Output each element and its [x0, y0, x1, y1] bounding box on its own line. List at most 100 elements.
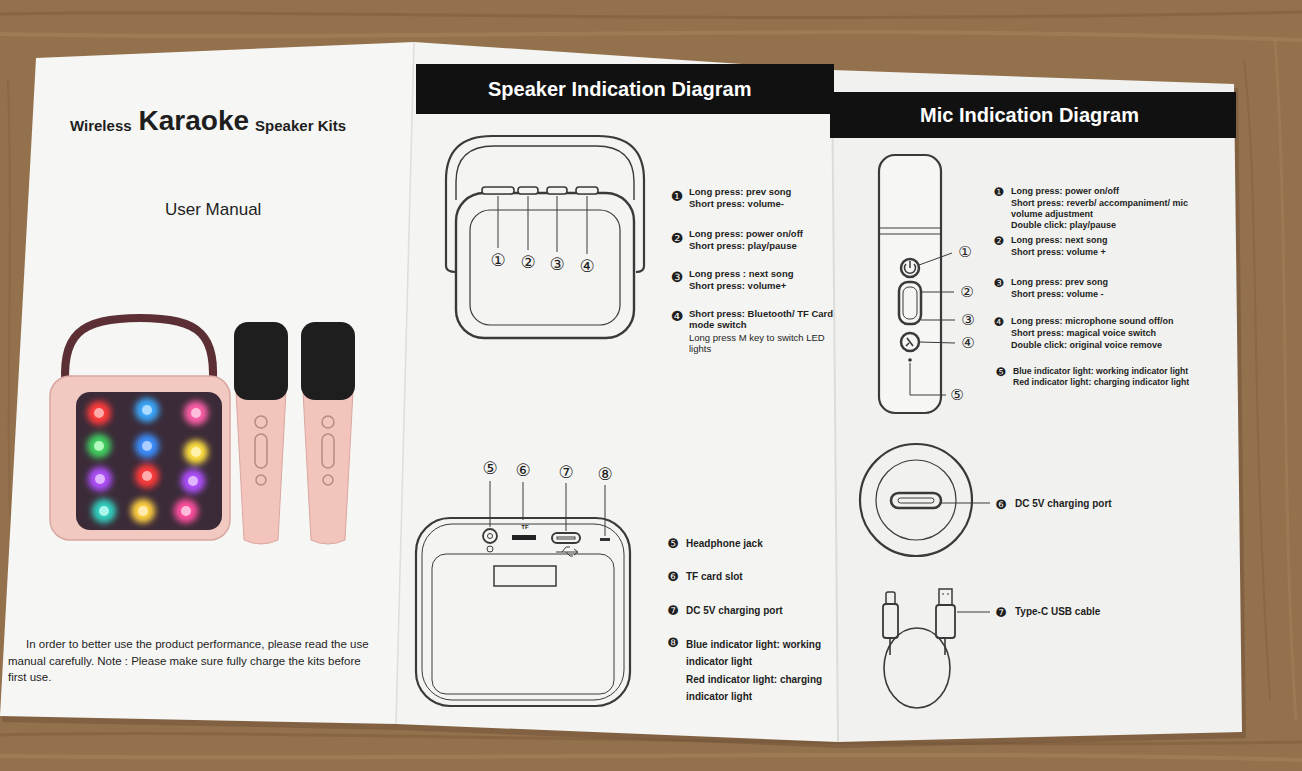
leader-line [910, 363, 946, 395]
leader-line [921, 292, 954, 293]
mic-drawing [906, 338, 913, 346]
speaker-illustration [142, 405, 152, 415]
microphone-illustration [301, 322, 355, 544]
microphone-illustration [323, 475, 333, 485]
instruction-text: Long press: power on/off [689, 228, 803, 239]
leader-line [919, 342, 955, 343]
leader-line [957, 612, 990, 613]
usb-cable-drawing [942, 594, 949, 595]
instruction-text: Short press: play/pause [689, 240, 797, 251]
microphone-illustration [234, 322, 288, 544]
speaker-back-drawing [422, 524, 624, 700]
charging-port-drawing [860, 444, 990, 556]
mic-drawing [903, 287, 917, 319]
microphone-illustration [234, 322, 288, 400]
speaker-top-drawing [518, 187, 538, 194]
instruction-text: Long press : next song [689, 268, 794, 279]
leader-line [921, 320, 955, 321]
paper-panel [396, 42, 838, 742]
instruction-text: Short press: Bluetooth/ TF Card mode swi… [689, 308, 834, 331]
speaker-illustration [135, 434, 159, 458]
speaker-illustration [88, 467, 112, 491]
instruction-text: TF card slot [686, 571, 743, 583]
speaker-illustration [135, 398, 159, 422]
instruction-text: Long press: prev song [1011, 277, 1108, 288]
charging-port-drawing [891, 493, 941, 508]
leader-line [566, 483, 567, 531]
paper-panel [396, 42, 414, 724]
leader-line [528, 196, 529, 250]
step-number: ❻ [995, 497, 1007, 513]
speaker-back-drawing [432, 554, 614, 694]
leader-line [523, 482, 524, 520]
leader-line [910, 253, 955, 395]
microphone-illustration [256, 475, 266, 485]
note-text: In order to better use the product perfo… [8, 636, 378, 686]
leader-line [490, 481, 605, 536]
step-number: ❼ [667, 603, 679, 619]
leader-line [490, 481, 491, 527]
callout-number: ⑧ [597, 464, 612, 484]
instruction-text: Short press: magical voice switch [1011, 328, 1156, 339]
usb-cable-drawing [939, 589, 952, 605]
callout-number: ④ [579, 256, 594, 276]
speaker-back-drawing [416, 518, 630, 706]
mic-drawing [879, 155, 955, 413]
microphone-illustration [322, 434, 334, 468]
speaker-illustration [95, 474, 105, 484]
header-text: Mic Indication Diagram [920, 103, 1226, 127]
step-number: ❺ [667, 536, 679, 552]
mic-drawing [899, 282, 921, 324]
instruction-text: Headphone jack [686, 538, 763, 550]
callout-number: ⑦ [558, 462, 573, 482]
leader-line [605, 485, 606, 536]
step-number: ❸ [671, 269, 684, 286]
mic-drawing [901, 333, 919, 351]
speaker-back-drawing [552, 533, 580, 543]
instruction-text: Long press: power on/off [1011, 186, 1119, 197]
speaker-back-drawing [416, 481, 630, 706]
charging-port-drawing [860, 444, 972, 556]
usb-cable-drawing [886, 592, 895, 604]
instruction-text: Long press: prev song [689, 186, 791, 197]
paper-panel [832, 70, 1242, 742]
microphone-illustration [255, 416, 267, 428]
microphone-illustration [236, 392, 286, 544]
speaker-illustration [191, 447, 201, 457]
speaker-illustration [94, 405, 201, 516]
slot-marking: TF [521, 524, 528, 531]
instruction-text: Short press: reverb/ accompaniment/ mic … [1011, 198, 1196, 220]
usb-cable-drawing [884, 628, 950, 708]
callout-number: ④ [961, 334, 974, 352]
microphone-illustration [322, 416, 334, 428]
step-number: ❼ [995, 605, 1007, 621]
instruction-text: Red indicator light: charging indicator … [1013, 377, 1235, 387]
speaker-top-drawing [547, 187, 567, 194]
speaker-illustration [142, 471, 152, 481]
microphone-illustration [255, 434, 267, 468]
mic-drawing [908, 358, 912, 362]
speaker-illustration [142, 441, 152, 451]
speaker-illustration [87, 434, 111, 458]
step-number: ❹ [994, 315, 1005, 329]
instruction-text: Blue indicator light: working indicator … [686, 636, 826, 670]
speaker-illustration [184, 440, 208, 464]
callout-number: ⑤ [950, 386, 963, 404]
wood-table [0, 12, 1302, 17]
speaker-illustration [184, 401, 208, 425]
charging-port-drawing [898, 498, 934, 503]
step-number: ❶ [671, 188, 684, 205]
instruction-text: Short press: volume - [1011, 289, 1104, 300]
callout-number: ③ [961, 311, 974, 329]
step-number: ❸ [994, 276, 1005, 290]
speaker-back-drawing [557, 537, 575, 539]
wood-table [1275, 40, 1296, 720]
speaker-illustration [50, 318, 230, 540]
callout-number: ③ [549, 254, 564, 274]
speaker-top-drawing [470, 210, 620, 325]
instruction-text: Red indicator light: charging indicator … [686, 671, 826, 705]
step-number: ❹ [671, 308, 684, 325]
instruction-text: Long press: microphone sound off/on [1011, 316, 1174, 327]
speaker-illustration [50, 376, 230, 540]
usb-cable-drawing [883, 589, 990, 708]
